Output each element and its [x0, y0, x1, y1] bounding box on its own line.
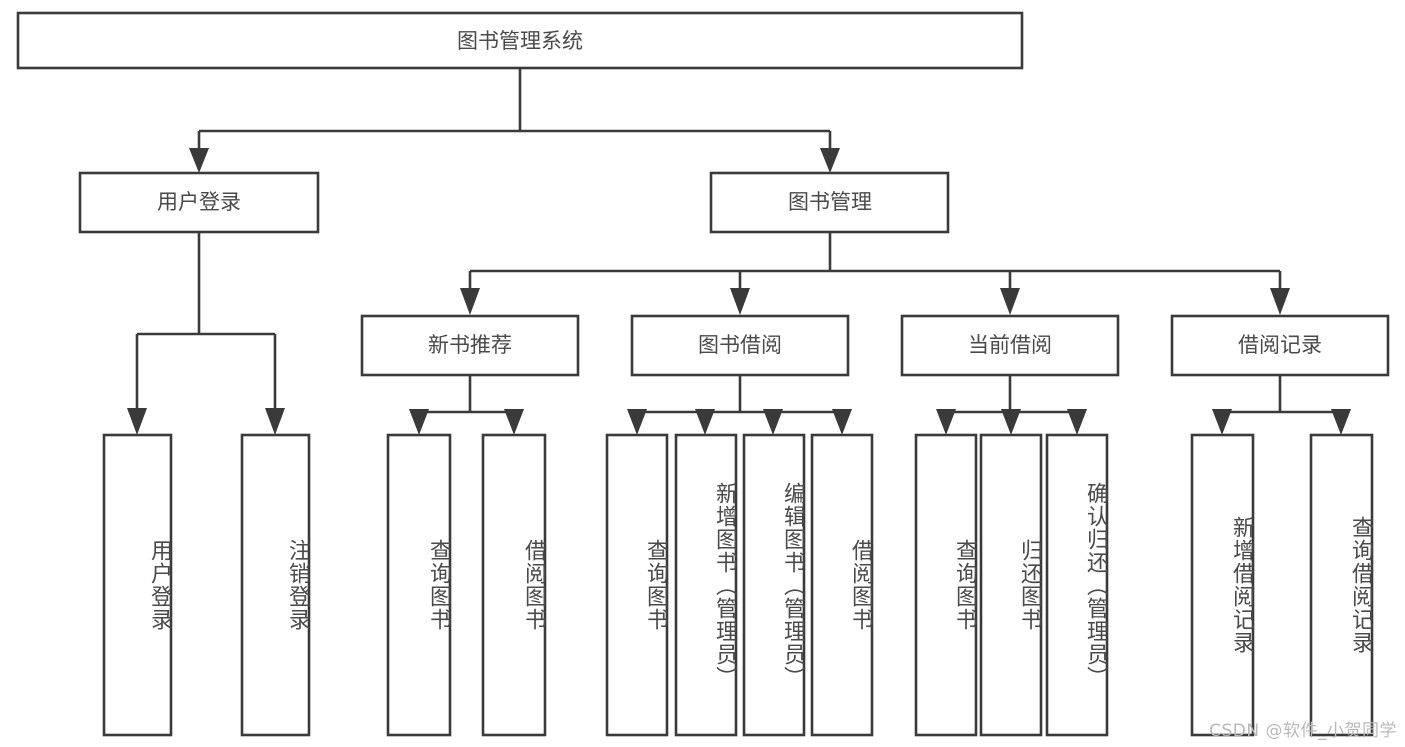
node-current-borrow[interactable]: 当前借阅 [900, 314, 1120, 377]
leaf-box-record-query[interactable] [1309, 433, 1374, 737]
node-new-book-recommend[interactable]: 新书推荐 [360, 314, 580, 377]
leaf-box-recommend-borrow-book[interactable] [481, 433, 547, 737]
arrow-leaf-user-login [127, 408, 147, 435]
arrow-current-leaf-3 [1067, 409, 1087, 435]
watermark-text: CSDN @软件_小贺同学 [1209, 721, 1397, 741]
node-book-manage[interactable]: 图书管理 [709, 171, 950, 234]
arrow-borrow-record [1270, 288, 1290, 315]
node-borrow-record[interactable]: 借阅记录 [1170, 314, 1390, 377]
node-root-box[interactable] [16, 11, 1024, 70]
node-new-book-recommend-box[interactable] [360, 314, 580, 377]
leaf-box-user-login[interactable] [102, 433, 173, 737]
leaf-box-current-return-book[interactable] [979, 433, 1043, 737]
arrow-leaf-logout [265, 408, 285, 435]
arrow-current-leaf-2 [1001, 409, 1021, 435]
arrow-record-leaf-1 [1212, 409, 1232, 435]
arrow-recommend-leaf-1 [409, 409, 429, 435]
node-book-borrow-label: 图书借阅 [698, 333, 782, 357]
leaf-box-borrow-add-book[interactable] [674, 433, 738, 737]
node-user-login-label: 用户登录 [157, 190, 241, 214]
node-current-borrow-box[interactable] [900, 314, 1120, 377]
arrow-borrow-leaf-1 [627, 409, 647, 435]
leaf-box-recommend-query-book[interactable] [386, 433, 452, 737]
arrow-new-book-recommend [460, 288, 480, 315]
arrow-current-borrow [1000, 288, 1020, 315]
node-borrow-record-box[interactable] [1170, 314, 1390, 377]
arrow-borrow-leaf-3 [763, 409, 783, 435]
node-current-borrow-label: 当前借阅 [968, 333, 1052, 357]
node-user-login-box[interactable] [78, 171, 320, 234]
arrow-book-borrow [730, 288, 750, 315]
arrow-record-leaf-2 [1331, 409, 1351, 435]
node-root-label: 图书管理系统 [457, 29, 583, 53]
arrow-borrow-leaf-2 [695, 409, 715, 435]
arrow-recommend-leaf-2 [504, 409, 524, 435]
arrow-borrow-leaf-4 [832, 409, 852, 435]
leaf-box-current-query-book[interactable] [914, 433, 978, 737]
node-new-book-recommend-label: 新书推荐 [428, 333, 512, 357]
node-borrow-record-label: 借阅记录 [1238, 333, 1322, 357]
node-book-borrow-box[interactable] [630, 314, 850, 377]
arrow-book-manage [820, 148, 840, 173]
leaf-box-borrow-edit-book[interactable] [742, 433, 806, 737]
leaf-box-record-add[interactable] [1190, 433, 1255, 737]
leaf-box-borrow-borrow-book[interactable] [810, 433, 874, 737]
node-book-manage-box[interactable] [709, 171, 950, 234]
connectors-group [127, 68, 1351, 435]
node-root[interactable]: 图书管理系统 [16, 11, 1024, 70]
node-user-login[interactable]: 用户登录 [78, 171, 320, 234]
node-book-manage-label: 图书管理 [788, 190, 872, 214]
arrow-current-leaf-1 [936, 409, 956, 435]
arrow-user-login [189, 148, 209, 173]
leaf-box-borrow-query-book[interactable] [605, 433, 669, 737]
leaf-box-logout[interactable] [240, 433, 311, 737]
node-book-borrow[interactable]: 图书借阅 [630, 314, 850, 377]
leaf-box-current-confirm-return[interactable] [1045, 433, 1109, 737]
